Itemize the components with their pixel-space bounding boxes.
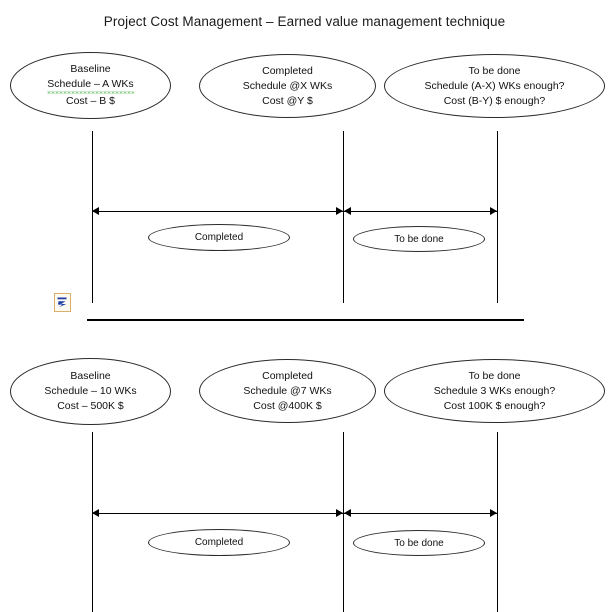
ellipse-line: Schedule – A WKs	[47, 77, 134, 94]
arrow-head-left-icon	[344, 509, 351, 517]
span-label-text: Completed	[194, 537, 244, 548]
ellipse-line: Completed	[262, 64, 313, 77]
arrow-span-to-be-done-example	[344, 513, 497, 514]
arrow-head-left-icon	[92, 509, 99, 517]
timeline-vertical-start-example	[92, 432, 93, 612]
arrow-span-completed-example	[93, 513, 343, 514]
arrow-span-completed-generic	[93, 211, 343, 212]
ellipse-line: Cost 100K $ enough?	[443, 399, 546, 412]
ellipse-baseline-example: Baseline Schedule – 10 WKs Cost – 500K $	[10, 358, 171, 425]
ellipse-line: Cost – 500K $	[57, 400, 124, 412]
ellipse-line: Schedule @7 WKs	[243, 384, 332, 397]
broken-image-icon[interactable]	[54, 293, 71, 312]
ellipse-line: Completed	[262, 369, 313, 382]
ellipse-line: To be done	[468, 369, 521, 382]
ellipse-to-be-done-generic: To be done Schedule (A-X) WKs enough? Co…	[384, 54, 605, 118]
ellipse-line: Baseline	[70, 63, 111, 75]
timeline-vertical-start-generic	[92, 131, 93, 303]
arrow-head-left-icon	[92, 207, 99, 215]
arrow-span-to-be-done-generic	[344, 211, 497, 212]
ellipse-line: Cost – B $	[65, 95, 116, 107]
ellipse-baseline-generic: Baseline Schedule – A WKs Cost – B $	[10, 52, 171, 119]
arrow-head-right-icon	[490, 207, 497, 215]
arrow-head-right-icon	[336, 207, 343, 215]
span-label-to-be-done-example: To be done	[353, 530, 485, 556]
ellipse-line: Schedule – 10 WKs	[44, 385, 137, 397]
span-label-completed-example: Completed	[148, 529, 290, 556]
ellipse-line: Schedule @X WKs	[242, 79, 333, 92]
ellipse-to-be-done-example: To be done Schedule 3 WKs enough? Cost 1…	[384, 359, 605, 423]
section-divider	[87, 319, 524, 321]
timeline-vertical-end-example	[497, 432, 498, 612]
span-label-text: Completed	[194, 232, 244, 243]
ellipse-line: Cost @Y $	[262, 94, 313, 107]
span-label-text: To be done	[394, 537, 444, 549]
timeline-vertical-mid-generic	[343, 131, 344, 303]
timeline-vertical-mid-example	[343, 432, 344, 612]
ellipse-completed-example: Completed Schedule @7 WKs Cost @400K $	[199, 359, 376, 423]
ellipse-line: Cost (B-Y) $ enough?	[443, 94, 546, 107]
arrow-head-right-icon	[490, 509, 497, 517]
timeline-vertical-end-generic	[497, 131, 498, 303]
ellipse-completed-generic: Completed Schedule @X WKs Cost @Y $	[199, 54, 376, 118]
ellipse-line: Schedule (A-X) WKs enough?	[424, 79, 565, 92]
arrow-head-left-icon	[344, 207, 351, 215]
page-title: Project Cost Management – Earned value m…	[103, 14, 506, 29]
ellipse-line: Schedule 3 WKs enough?	[433, 384, 556, 397]
arrow-head-right-icon	[336, 509, 343, 517]
ellipse-line: To be done	[468, 64, 521, 77]
span-label-to-be-done-generic: To be done	[353, 226, 485, 252]
ellipse-line: Baseline	[70, 370, 111, 382]
span-label-completed-generic: Completed	[148, 224, 290, 251]
ellipse-line: Cost @400K $	[253, 399, 322, 412]
span-label-text: To be done	[394, 233, 444, 245]
